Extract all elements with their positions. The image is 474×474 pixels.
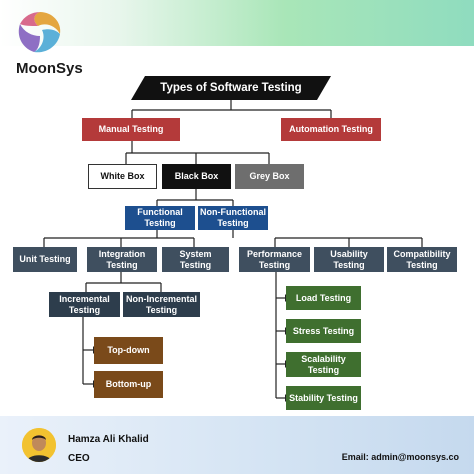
- node-white-box: White Box: [88, 164, 157, 189]
- node-unit-testing: Unit Testing: [13, 247, 77, 272]
- node-non-incremental-testing: Non-Incremental Testing: [123, 292, 200, 317]
- node-black-box: Black Box: [162, 164, 231, 189]
- contact-email[interactable]: Email: admin@moonsys.co: [341, 452, 459, 462]
- footer-band: [0, 416, 474, 474]
- title-banner: [131, 76, 331, 100]
- node-load-testing: Load Testing: [286, 286, 361, 310]
- brand-name: MoonSys: [16, 60, 83, 77]
- node-non-functional-testing: Non-Functional Testing: [198, 206, 268, 230]
- node-manual-testing: Manual Testing: [82, 118, 180, 141]
- header-band: [0, 0, 474, 46]
- diagram-title: Types of Software Testing: [160, 82, 302, 94]
- avatar: [22, 428, 56, 462]
- node-scalability-testing: Scalability Testing: [286, 352, 361, 377]
- node-bottom-up: Bottom-up: [94, 371, 163, 398]
- node-system-testing: System Testing: [162, 247, 229, 272]
- node-stress-testing: Stress Testing: [286, 319, 361, 343]
- node-top-down: Top-down: [94, 337, 163, 364]
- node-integration-testing: Integration Testing: [87, 247, 157, 272]
- author-name: Hamza Ali Khalid: [68, 434, 149, 445]
- node-grey-box: Grey Box: [235, 164, 304, 189]
- moonsys-logo-icon: [18, 12, 61, 53]
- person-icon: [22, 428, 56, 462]
- node-stability-testing: Stability Testing: [286, 386, 361, 410]
- author-role: CEO: [68, 453, 90, 464]
- node-incremental-testing: Incremental Testing: [49, 292, 120, 317]
- node-performance-testing: Performance Testing: [239, 247, 310, 272]
- node-functional-testing: Functional Testing: [125, 206, 195, 230]
- node-automation-testing: Automation Testing: [281, 118, 381, 141]
- node-compatibility-testing: Compatibility Testing: [387, 247, 457, 272]
- node-usability-testing: Usability Testing: [314, 247, 384, 272]
